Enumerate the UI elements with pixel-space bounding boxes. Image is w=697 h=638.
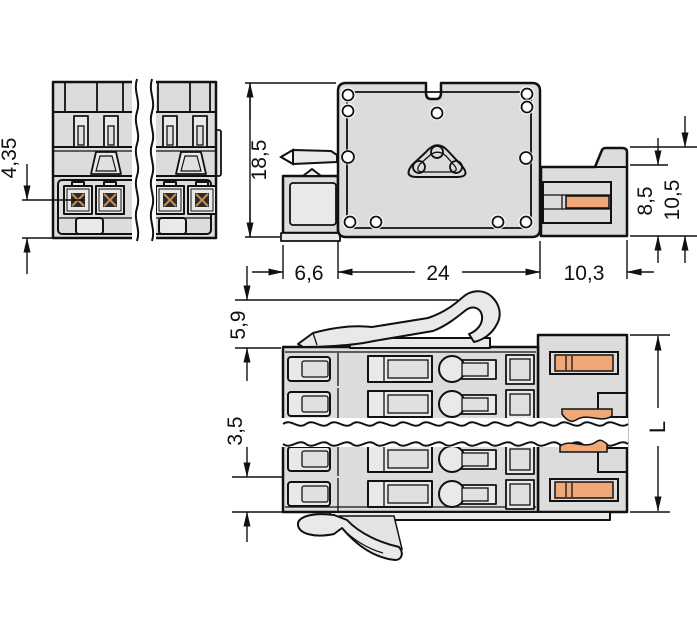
top-latch-lever — [297, 290, 501, 349]
front-snout — [280, 168, 341, 242]
dim-label-total-length: L — [645, 421, 670, 433]
front-view — [51, 78, 222, 242]
dimension-pole-pitch: 3,5 — [224, 416, 283, 542]
rear-cutout — [597, 392, 627, 418]
contact-bar-break — [559, 439, 608, 453]
dimension-total-length: L — [630, 334, 670, 513]
dimension-front-pin-offset: 4,35 — [0, 138, 84, 274]
contact-bar — [554, 481, 614, 499]
rear-housing — [539, 146, 629, 238]
plan-view — [281, 290, 629, 561]
top-panel-dividers — [64, 82, 211, 112]
dim-label-front-pin-offset: 4,35 — [0, 138, 21, 179]
dim-label-side-total-height: 18,5 — [248, 140, 271, 181]
plan-break-line — [281, 408, 629, 453]
dim-label-rear-total-height: 10,5 — [661, 180, 684, 221]
screw-holes — [340, 86, 535, 230]
center-boss — [407, 144, 467, 178]
front-break-line — [132, 78, 156, 242]
dim-label-rear-body-height: 8,5 — [634, 186, 657, 215]
coding-tab — [75, 217, 104, 235]
dim-label-side-rear-depth: 10,3 — [564, 262, 605, 285]
dim-label-side-front-depth: 6,6 — [294, 262, 323, 285]
dim-label-pole-pitch: 3,5 — [224, 416, 247, 445]
dimension-rear-heights: 8,5 10,5 — [630, 116, 697, 263]
contact-bar — [554, 354, 614, 372]
bottom-latch-lever — [297, 511, 611, 561]
dimension-bottom-widths: 6,6 24 10,3 — [252, 240, 654, 285]
dim-label-side-plate-width: 24 — [426, 262, 450, 285]
rear-contact-slots — [549, 351, 627, 502]
pcb-pin — [279, 148, 338, 166]
rear-cutout — [597, 447, 627, 473]
dimension-side-total-height: 18,5 — [245, 82, 336, 238]
pin-windows — [73, 115, 208, 148]
strain-relief-contact — [565, 195, 610, 209]
mounting-plate — [336, 81, 542, 239]
contact-bar-break — [561, 408, 613, 423]
side-view — [279, 81, 629, 242]
coding-tab — [158, 217, 187, 235]
dim-label-latch-height: 5,9 — [227, 310, 250, 339]
dimension-latch-height: 5,9 — [227, 266, 458, 381]
